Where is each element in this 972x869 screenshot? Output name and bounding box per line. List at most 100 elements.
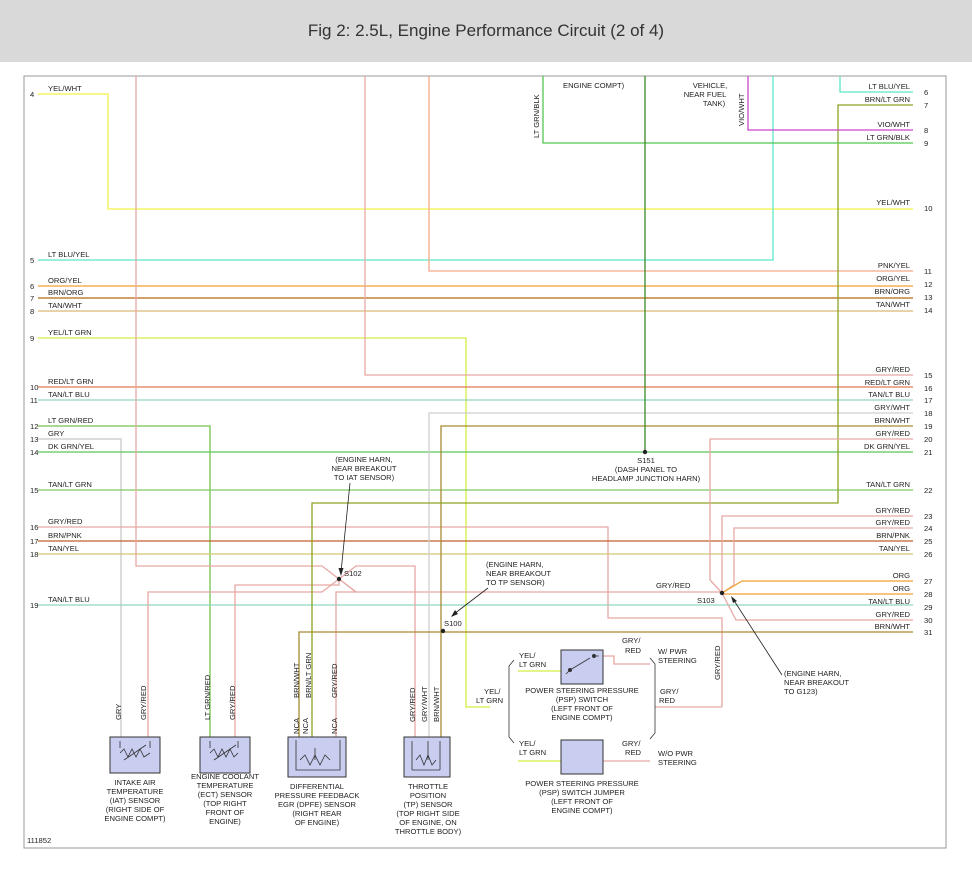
label-psp-out-1: GRY/ <box>622 636 641 645</box>
right-pin-14: 14 <box>924 306 932 315</box>
label-jmp-in-1: YEL/ <box>519 739 536 748</box>
right-pin-29: 29 <box>924 603 932 612</box>
right-wire-label-28: ORG <box>893 584 910 593</box>
left-pin-13: 13 <box>30 435 38 444</box>
label-gryred-junc-2: RED <box>659 696 676 705</box>
right-wire-label-30: GRY/RED <box>876 610 911 619</box>
left-pin-15: 15 <box>30 486 38 495</box>
wire-ltblu-yel-left <box>38 76 774 261</box>
caption-iat-line-4: ENGINE COMPT) <box>104 814 166 823</box>
right-wire-label-20: GRY/RED <box>876 429 911 438</box>
splice-s103-note-1: (ENGINE HARN, <box>784 669 841 678</box>
psp-left-bracket <box>508 659 515 744</box>
left-wire-label-9: YEL/LT GRN <box>48 328 92 337</box>
left-pin-14: 14 <box>30 448 38 457</box>
caption-tp-line-1: POSITION <box>410 791 446 800</box>
right-pin-15: 15 <box>924 371 932 380</box>
wire-gryred-ect <box>234 579 340 737</box>
left-pin-7: 7 <box>30 294 34 303</box>
left-pin-5: 5 <box>30 256 34 265</box>
wire-gry <box>38 438 122 737</box>
wire-gryred-23 <box>721 515 913 593</box>
caption-iat-line-2: (IAT) SENSOR <box>110 796 161 805</box>
right-wire-label-22: TAN/LT GRN <box>866 480 910 489</box>
right-wire-label-10: YEL/WHT <box>876 198 910 207</box>
splice-s102-note-3: TO IAT SENSOR) <box>334 473 395 482</box>
splice-s100-leader <box>453 587 489 615</box>
right-pin-22: 22 <box>924 486 932 495</box>
right-wire-label-13: BRN/ORG <box>875 287 911 296</box>
left-wire-label-7: BRN/ORG <box>48 288 84 297</box>
page-title: Fig 2: 2.5L, Engine Performance Circuit … <box>307 21 665 40</box>
dpfe-symbol <box>295 740 341 771</box>
right-pin-6: 6 <box>924 88 928 97</box>
right-pin-20: 20 <box>924 435 932 444</box>
label-psp-out-2: RED <box>625 646 642 655</box>
splice-s151-dot <box>642 449 648 455</box>
left-pin-10: 10 <box>30 383 38 392</box>
label-dpfe-brnwht: BRN/WHT <box>292 662 301 698</box>
label-tp-grywht: GRY/WHT <box>420 686 429 722</box>
splice-s103-name: S103 <box>697 596 715 605</box>
ect-thermistor-symbol <box>209 741 239 761</box>
title-bar <box>0 0 972 62</box>
splice-s102-name: S102 <box>344 569 362 578</box>
psp-switch-symbol <box>565 654 599 675</box>
caption-dpfe-line-4: OF ENGINE) <box>295 818 340 827</box>
right-pin-24: 24 <box>924 524 932 533</box>
wire-vio-wht <box>747 76 913 131</box>
label-ltgrn-blk-vertical: LT GRN/BLK <box>532 94 541 138</box>
left-wire-label-14: DK GRN/YEL <box>48 442 94 451</box>
caption-psp-switch-line-1: (PSP) SWITCH <box>556 695 608 704</box>
caption-iat-line-1: TEMPERATURE <box>107 787 164 796</box>
wire-yel-wht <box>38 93 913 210</box>
wire-brn-ltgrn <box>311 104 913 737</box>
right-pin-8: 8 <box>924 126 928 135</box>
left-wire-label-18: TAN/YEL <box>48 544 79 553</box>
right-pin-21: 21 <box>924 448 932 457</box>
right-pin-7: 7 <box>924 101 928 110</box>
left-wire-label-12: LT GRN/RED <box>48 416 94 425</box>
right-wire-label-14: TAN/WHT <box>876 300 910 309</box>
splice-s103-dot <box>719 590 725 596</box>
right-wire-label-9: LT GRN/BLK <box>866 133 910 142</box>
note-vehicle-2: NEAR FUEL <box>684 90 727 99</box>
caption-ect-line-3: (TOP RIGHT <box>203 799 247 808</box>
caption-tp-line-3: (TOP RIGHT SIDE <box>396 809 459 818</box>
splice-s100-name: S100 <box>444 619 462 628</box>
caption-psp-switch-line-0: POWER STEERING PRESSURE <box>525 686 639 695</box>
right-wire-label-15: GRY/RED <box>876 365 911 374</box>
right-wire-label-6: LT BLU/YEL <box>868 82 910 91</box>
right-wire-label-8: VIO/WHT <box>878 120 911 129</box>
right-wire-label-12: ORG/YEL <box>876 274 910 283</box>
left-wire-label-16: GRY/RED <box>48 517 83 526</box>
splice-s102-note-2: NEAR BREAKOUT <box>332 464 397 473</box>
right-wire-label-11: PNK/YEL <box>878 261 910 270</box>
caption-dpfe-line-3: (RIGHT REAR <box>292 809 342 818</box>
right-pin-9: 9 <box>924 139 928 148</box>
wire-ltgrn-blk <box>542 76 913 144</box>
psp-right-bracket <box>649 657 656 740</box>
caption-ect-line-0: ENGINE COOLANT <box>191 772 259 781</box>
splice-s102-note-1: (ENGINE HARN, <box>335 455 392 464</box>
right-wire-label-25: BRN/PNK <box>876 531 910 540</box>
wire-pnk-yel <box>428 76 913 272</box>
caption-ect-line-4: FRONT OF <box>206 808 245 817</box>
right-wire-label-16: RED/LT GRN <box>865 378 910 387</box>
label-nca-1: NCA <box>292 717 301 734</box>
wire-gryred-15 <box>364 76 913 376</box>
right-pin-17: 17 <box>924 396 932 405</box>
right-wire-label-31: BRN/WHT <box>875 622 911 631</box>
wire-gryred-dpfe <box>335 578 358 737</box>
caption-ect-line-1: TEMPERATURE <box>197 781 254 790</box>
right-pin-19: 19 <box>924 422 932 431</box>
wire-gryred-16 <box>38 526 723 707</box>
iat-thermistor-symbol <box>119 741 151 761</box>
label-iat-gry: GRY <box>114 704 123 720</box>
left-wire-label-10: RED/LT GRN <box>48 377 93 386</box>
dpfe-sensor-box <box>287 736 347 778</box>
label-nca-2: NCA <box>301 717 310 734</box>
left-pin-11: 11 <box>30 396 38 405</box>
